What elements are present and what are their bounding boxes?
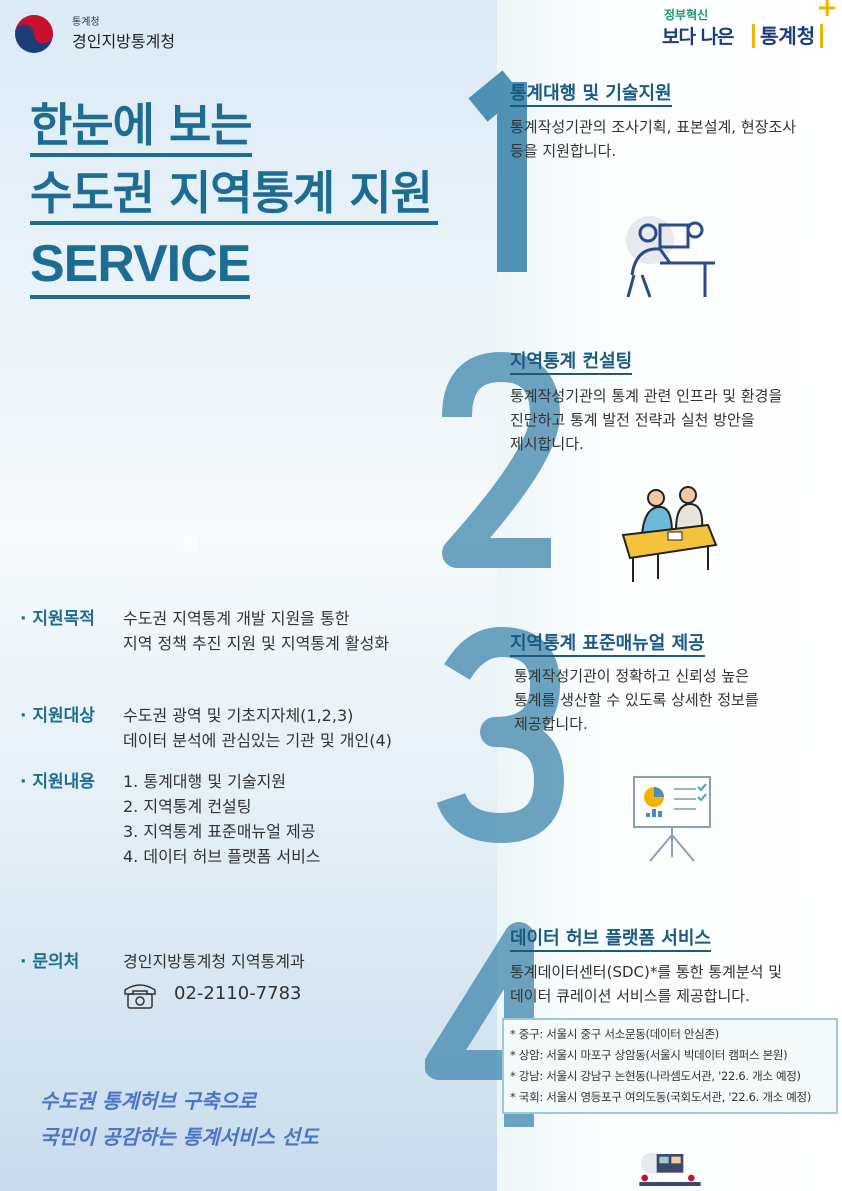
contact-phone[interactable]: 02-2110-7783	[174, 983, 302, 1004]
left-panel	[0, 0, 497, 1191]
org-small: 통계청	[72, 17, 100, 28]
org-name: 경인지방통계청	[72, 32, 176, 51]
info-value-target: 수도권 광역 및 기초지자체(1,2,3)데이터 분석에 관심있는 기관 및 개…	[123, 706, 392, 750]
number-2-mark	[442, 352, 560, 568]
slogan-brand: 통계청	[752, 24, 824, 48]
slogan-big: 보다 나은	[662, 26, 735, 48]
footer-line2: 국민이 공감하는 통계서비스 선도	[40, 1125, 319, 1149]
decor-dot	[183, 537, 197, 551]
section-1-heading: 통계대행 및 기술지원	[510, 82, 672, 107]
number-1-mark	[468, 70, 527, 272]
section-2-heading: 지역통계 컨설팅	[510, 350, 633, 375]
footnote: * 상암: 서울시 마포구 상암동(서울시 빅데이터 캠퍼스 본원)	[510, 1048, 788, 1062]
info-label-target: · 지원대상	[20, 706, 95, 726]
big-number-stroke	[442, 352, 560, 568]
data-hub-illustration	[639, 1152, 701, 1186]
big-number-stroke	[468, 70, 527, 272]
footnote: * 중구: 서울시 중구 서소문동(데이터 안심존)	[510, 1027, 719, 1041]
section-3-heading: 지역통계 표준매뉴얼 제공	[510, 632, 705, 657]
presentation-board-illustration	[633, 776, 711, 862]
footnote: * 국회: 서울시 영등포구 여의도동(국회도서관, '22.6. 개소 예정)	[510, 1090, 812, 1104]
government-logo-icon	[15, 15, 53, 53]
number-3-mark	[436, 627, 564, 843]
telephone-icon	[124, 984, 156, 1009]
title-line1: 한눈에 보는	[30, 100, 253, 157]
info-label-content: · 지원내용	[20, 772, 95, 792]
info-label-contact: · 문의처	[20, 952, 80, 972]
footnote-box: * 중구: 서울시 중구 서소문동(데이터 안심존) * 상암: 서울시 마포구…	[502, 1018, 838, 1114]
section-4-heading: 데이터 허브 플랫폼 서비스	[510, 927, 711, 952]
consulting-meeting-illustration	[621, 486, 718, 582]
right-panel	[497, 0, 842, 1191]
slogan-small: 정부혁신	[664, 8, 709, 22]
footnote: * 강남: 서울시 강남구 논현동(나라셈도서관, '22.6. 개소 예정)	[510, 1069, 801, 1083]
plus-icon: +	[816, 0, 838, 23]
info-label-purpose: · 지원목적	[20, 609, 95, 629]
footer-line1: 수도권 통계허브 구축으로	[40, 1089, 257, 1113]
title-line2: 수도권 지역통계 지원	[30, 168, 438, 225]
title-line3: SERVICE	[30, 235, 251, 300]
big-number-stroke	[436, 627, 564, 843]
laptop-worker-illustration	[626, 216, 715, 298]
info-value-contact: 경인지방통계청 지역통계과	[123, 952, 305, 971]
